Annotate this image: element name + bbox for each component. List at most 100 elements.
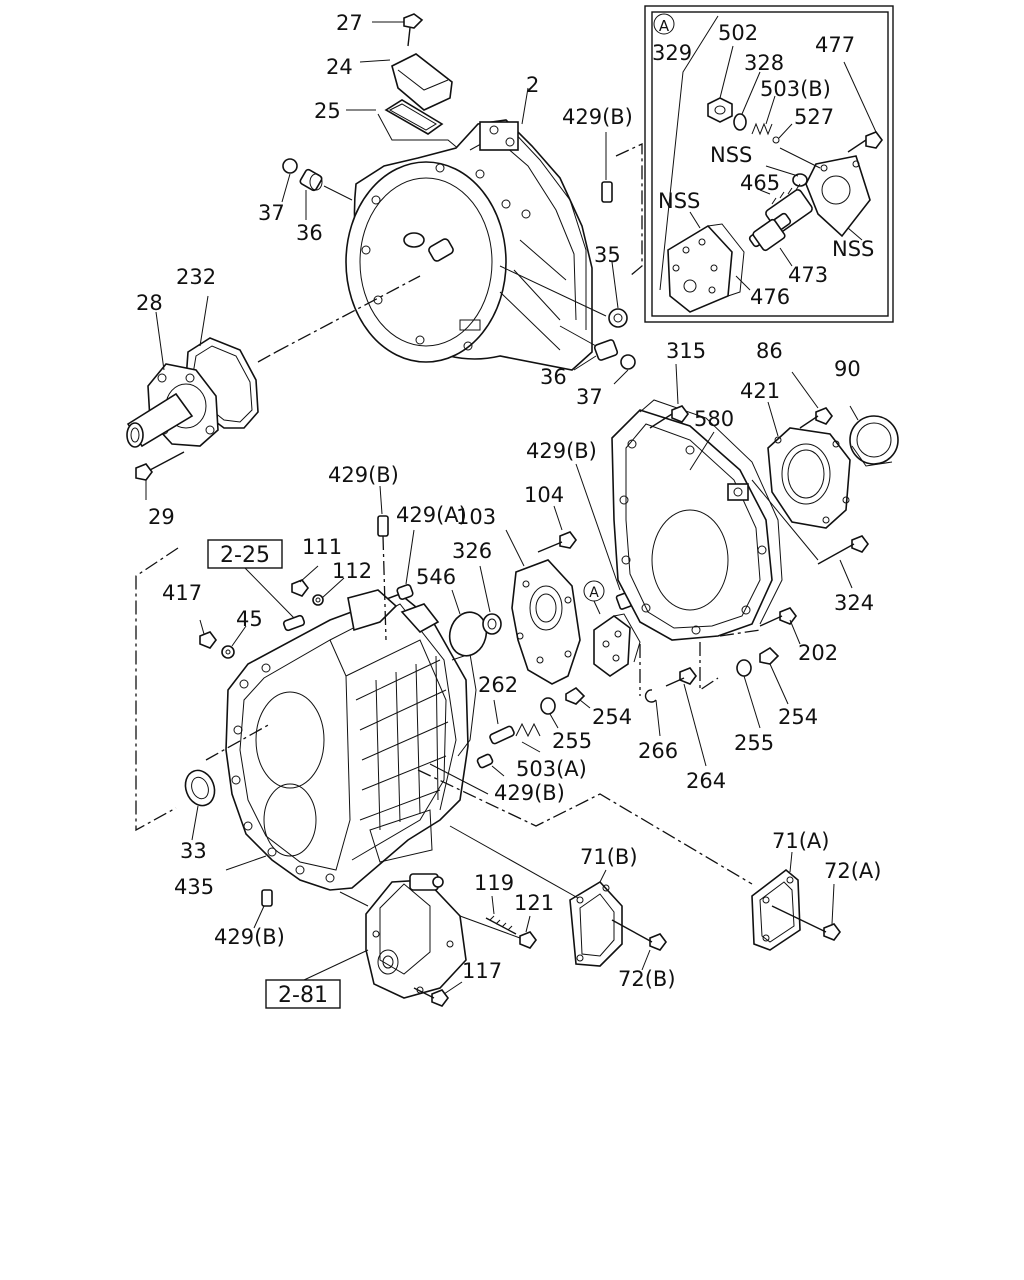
label-24: 24 <box>326 55 353 79</box>
ball-527 <box>772 136 780 144</box>
bolt-477 <box>847 131 883 153</box>
label-503b: 503(B) <box>760 77 831 101</box>
label-86: 86 <box>756 339 783 363</box>
gear-shaft-465 <box>748 183 813 252</box>
bolt-104 <box>537 531 577 553</box>
label-435: 435 <box>174 875 214 899</box>
label-71a: 71(A) <box>772 829 829 853</box>
label-2: 2 <box>526 73 539 97</box>
spring-503b <box>751 122 773 136</box>
label-29: 29 <box>148 505 175 529</box>
o-ring-328 <box>733 113 747 131</box>
label-232: 232 <box>176 265 216 289</box>
label-37-bottom: 37 <box>576 385 603 409</box>
cover-103 <box>511 559 581 685</box>
ref-label-2-81: 2-81 <box>278 983 328 1008</box>
inset-cover-plate <box>805 155 871 238</box>
ref-box-2-81 <box>265 979 341 1009</box>
label-36-top: 36 <box>296 221 323 245</box>
gasket-255-center <box>540 697 556 715</box>
bolt-86 <box>799 407 833 429</box>
transmission-case-435 <box>225 589 477 891</box>
cover-24 <box>391 53 453 111</box>
label-112: 112 <box>332 559 372 583</box>
cover-71a <box>751 868 801 951</box>
label-429b-5: 429(B) <box>214 925 285 949</box>
bushing-36-bottom <box>593 339 619 361</box>
label-71b: 71(B) <box>580 845 638 869</box>
washer-112 <box>312 594 324 606</box>
bolt-119 <box>485 915 517 935</box>
label-421: 421 <box>740 379 780 403</box>
label-202: 202 <box>798 641 838 665</box>
label-nss-1: NSS <box>710 143 752 167</box>
label-121: 121 <box>514 891 554 915</box>
label-502: 502 <box>718 21 758 45</box>
label-36-bottom: 36 <box>540 365 567 389</box>
bearing-326 <box>482 613 502 635</box>
label-429b-4: 429(B) <box>494 781 565 805</box>
bushing-35 <box>608 308 628 328</box>
inset-marker: A <box>659 17 670 35</box>
nut-37-top <box>282 158 298 174</box>
ref-label-2-25: 2-25 <box>220 543 270 568</box>
label-72a: 72(A) <box>824 859 881 883</box>
label-266: 266 <box>638 739 678 763</box>
label-417: 417 <box>162 581 202 605</box>
oil-pump-a <box>593 613 641 677</box>
nut-121 <box>519 931 537 949</box>
rear-cover-580 <box>611 399 783 641</box>
pin-429b-bottom-left <box>261 889 273 907</box>
seal-33 <box>184 769 216 807</box>
seal-90 <box>849 415 899 467</box>
cover-71b <box>569 880 623 967</box>
bolt-502 <box>707 97 733 123</box>
plug-464-center <box>476 753 494 769</box>
clutch-housing-2 <box>345 13 593 371</box>
label-262: 262 <box>478 673 518 697</box>
label-527: 527 <box>794 105 834 129</box>
inset-pump-body <box>667 223 745 313</box>
gasket-25 <box>384 99 444 135</box>
bushing-nss <box>792 173 808 187</box>
label-546: 546 <box>416 565 456 589</box>
bolt-72a <box>771 905 841 941</box>
label-111: 111 <box>302 535 342 559</box>
bolt-202 <box>759 607 797 627</box>
label-33: 33 <box>180 839 207 863</box>
label-503a: 503(A) <box>516 757 587 781</box>
marker-a: A <box>589 585 599 601</box>
label-429b-3: 429(B) <box>328 463 399 487</box>
plug-254-right <box>759 646 780 665</box>
label-117: 117 <box>462 959 502 983</box>
label-328: 328 <box>744 51 784 75</box>
label-104: 104 <box>524 483 564 507</box>
label-477: 477 <box>815 33 855 57</box>
label-nss-2: NSS <box>658 189 700 213</box>
label-254-right: 254 <box>778 705 818 729</box>
label-45: 45 <box>236 607 263 631</box>
retainer-421 <box>767 427 851 529</box>
pin-262 <box>489 725 515 745</box>
gasket-255-right <box>736 659 752 677</box>
nut-37-bottom <box>620 354 636 370</box>
label-37-top: 37 <box>258 201 285 225</box>
washer-45 <box>221 645 235 659</box>
label-90: 90 <box>834 357 861 381</box>
bolt-left-case <box>282 614 306 632</box>
label-429a: 429(A) <box>396 503 467 527</box>
label-326: 326 <box>452 539 492 563</box>
label-429b-1: 429(B) <box>562 105 633 129</box>
pin-429a <box>396 584 414 600</box>
pin-429b-center <box>377 515 389 537</box>
label-119: 119 <box>474 871 514 895</box>
label-35: 35 <box>594 243 621 267</box>
label-429b-2: 429(B) <box>526 439 597 463</box>
clip-266 <box>644 689 657 703</box>
inset-marker-circle <box>653 13 675 35</box>
label-264: 264 <box>686 769 726 793</box>
bolt-111 <box>291 579 309 597</box>
bearing-retainer-28 <box>126 363 219 448</box>
bolt-72b <box>611 919 667 951</box>
bushing-36-top <box>299 168 323 192</box>
